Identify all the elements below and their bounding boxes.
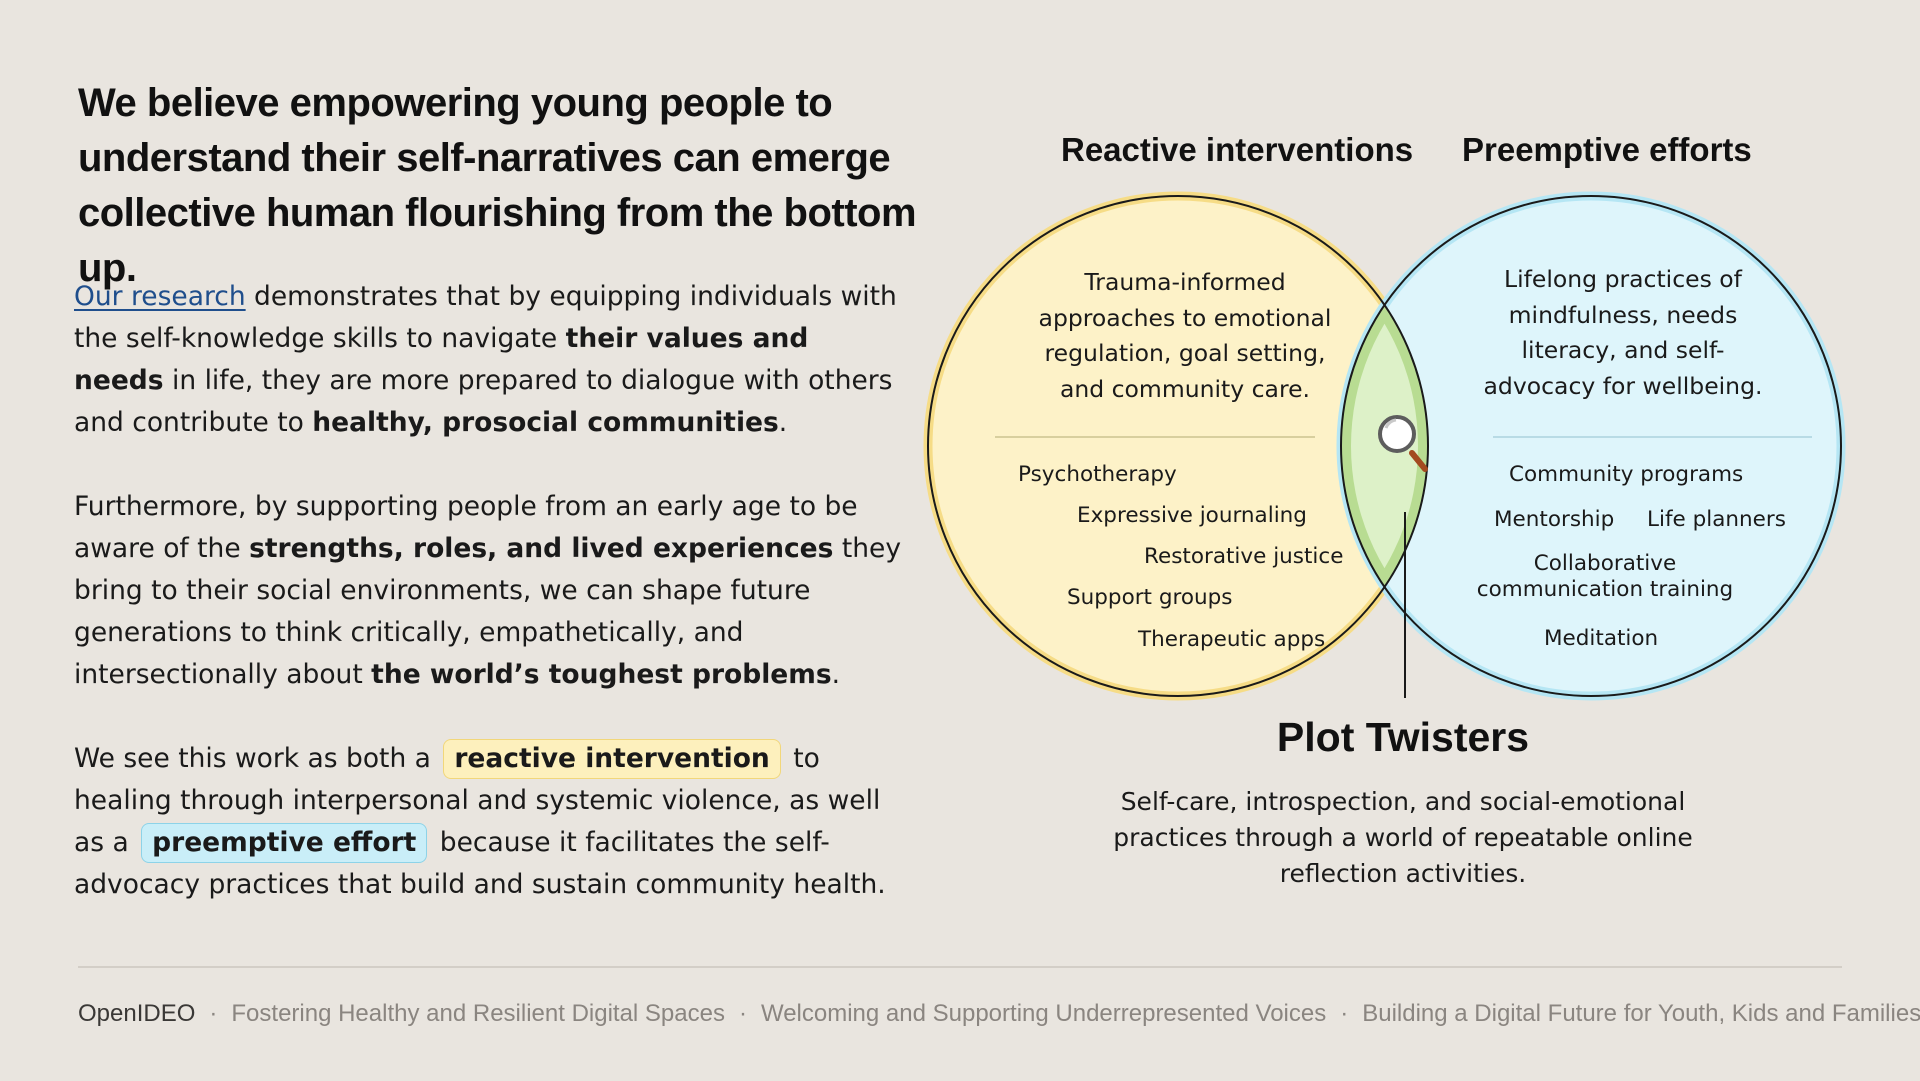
paragraph-research: Our research demonstrates that by equipp… [74,276,904,444]
footer-divider [78,966,1842,968]
bold-text: strengths, roles, and lived experiences [249,533,834,564]
text-span: they bring to their social environments,… [74,533,902,690]
text-span: . [831,659,841,690]
bold-text: healthy, prosocial communities [312,407,779,438]
preemptive-description: Lifelong practices of mindfulness, needs… [1483,265,1763,400]
reactive-intervention-pill: reactive intervention [443,739,781,779]
text-span: because it facilitates the self-advocacy… [74,827,886,900]
separator-dot: · [1340,1000,1349,1027]
reactive-description: Trauma-informed approaches to emotional … [1038,268,1332,403]
paragraph-work: We see this work as both a reactive inte… [74,738,904,906]
paragraph-furthermore: Furthermore, by supporting people from a… [74,486,904,696]
bold-text: the world’s toughest problems [371,659,832,690]
plot-twisters-title: Plot Twisters [1276,714,1530,760]
list-item: Support groups [1067,585,1233,610]
list-item: Expressive journaling [1077,503,1307,528]
list-item: Collaborative communication training [1476,551,1734,602]
text-span: Furthermore, by supporting people from a… [74,491,858,564]
body-text: Our research demonstrates that by equipp… [74,276,904,948]
bold-text: their values and needs [74,323,809,396]
text-span: demonstrates that by equipping individua… [74,281,897,354]
text-span: We see this work as both a [74,743,431,774]
plot-twisters-description: Self-care, introspection, and social-emo… [1113,787,1693,888]
reactive-interventions-title: Reactive interventions [1061,131,1414,168]
list-item: Psychotherapy [1018,462,1177,487]
list-item: Life planners [1647,507,1786,532]
headline: We believe empowering young people to un… [78,81,917,290]
footer-link[interactable]: Building a Digital Future for Youth, Kid… [1362,1000,1920,1027]
text-span: . [778,407,788,438]
list-item: Therapeutic apps [1138,627,1326,652]
text-span: in life, they are more prepared to dialo… [74,365,893,438]
footer-link[interactable]: Fostering Healthy and Resilient Digital … [231,1000,725,1027]
list-item: Mentorship [1494,507,1615,532]
magnifying-glass-icon [1378,415,1428,472]
text-span: to healing through interpersonal and sys… [74,743,881,858]
footer-brand[interactable]: OpenIDEO [78,1000,196,1027]
list-item: Community programs [1509,462,1744,487]
footer: OpenIDEO · Fostering Healthy and Resilient… [78,1000,1920,1028]
footer-link[interactable]: Welcoming and Supporting Underrepresente… [760,1000,1327,1027]
our-research-link[interactable]: Our research [74,281,246,312]
preemptive-efforts-title: Preemptive efforts [1462,131,1752,168]
preemptive-effort-pill: preemptive effort [141,823,428,863]
separator-dot: · [209,1000,218,1027]
separator-dot: · [738,1000,747,1027]
list-item: Meditation [1544,626,1659,651]
list-item: Restorative justice [1144,544,1344,569]
